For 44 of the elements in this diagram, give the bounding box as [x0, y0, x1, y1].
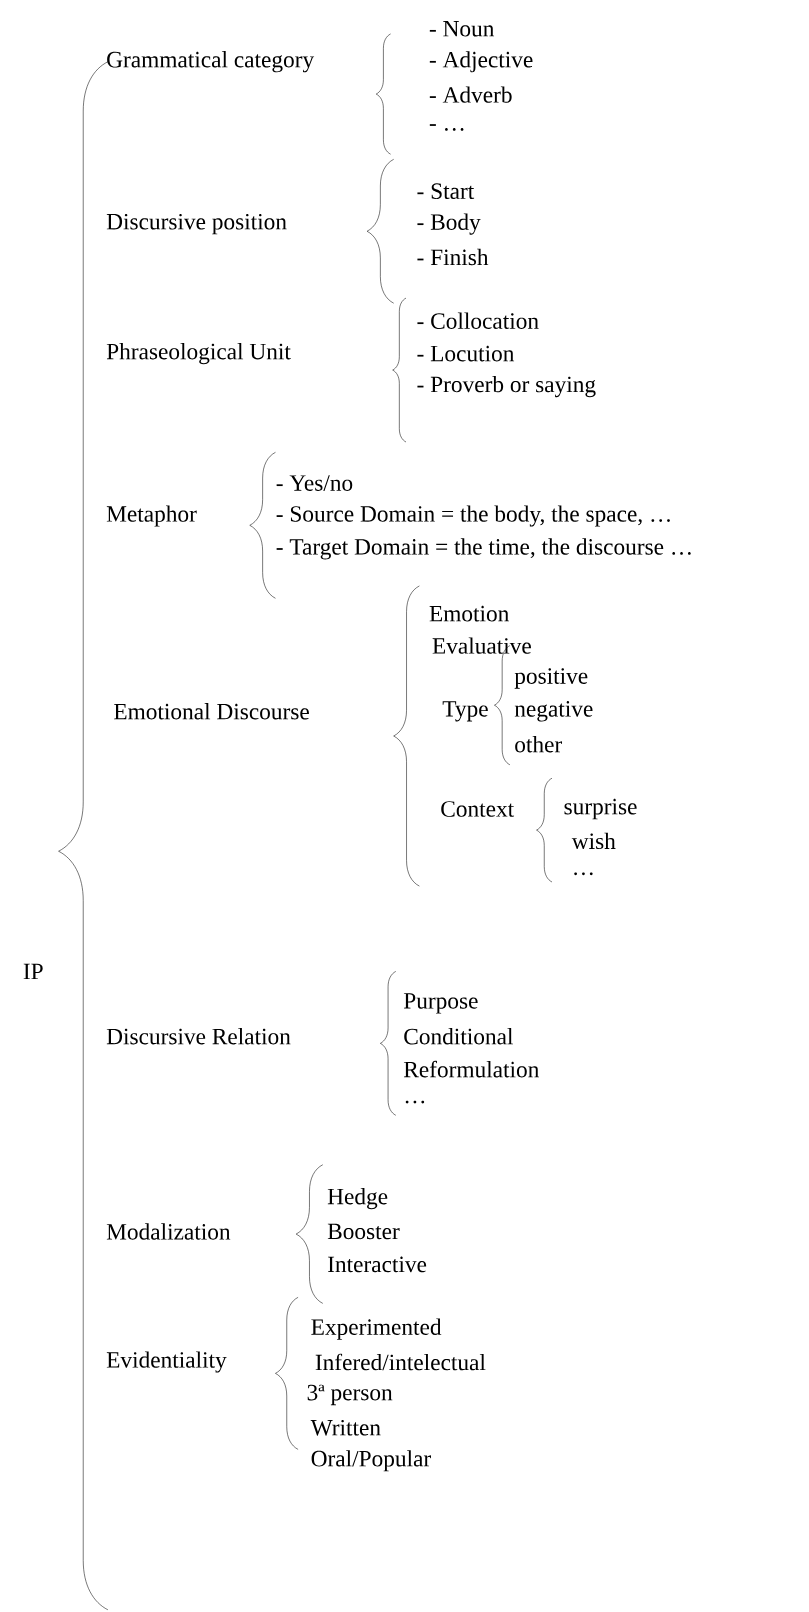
- category-label: Grammatical category: [107, 51, 315, 73]
- item-label: positive: [514, 668, 588, 689]
- item-label: - Adverb: [429, 86, 512, 103]
- item-label: - …: [429, 124, 464, 131]
- item-label: - Start: [417, 183, 475, 200]
- item-label: - Source Domain = the body, the space, …: [276, 505, 670, 527]
- item-label: Interactive: [328, 1256, 427, 1273]
- item-label: Hedge: [327, 1188, 388, 1210]
- category-label: Discursive position: [106, 213, 287, 235]
- item-label: Experimented: [311, 1318, 442, 1340]
- item-label: - Collocation: [417, 312, 539, 329]
- item-label: surprise: [564, 798, 637, 820]
- category-label: Modalization: [106, 1223, 231, 1240]
- item-label: - Finish: [417, 248, 489, 266]
- item-label: Reformulation: [403, 1060, 539, 1078]
- category-label: Emotional Discourse: [114, 703, 309, 720]
- item-label: - Target Domain = the time, the discourse …: [276, 538, 691, 560]
- item-label: Emotion: [429, 605, 509, 622]
- item-label: Infered/intelectual: [315, 1353, 486, 1371]
- item-label: - Body: [417, 213, 481, 235]
- item-label: - Noun: [429, 21, 495, 37]
- category-label: IP: [23, 963, 43, 980]
- item-label: Purpose: [403, 993, 478, 1014]
- category-label: Phraseological Unit: [106, 343, 291, 365]
- item-label: - Proverb or saying: [417, 375, 596, 398]
- item-label: …: [405, 1100, 425, 1104]
- item-label: Type: [442, 701, 488, 722]
- item-label: negative: [514, 701, 593, 722]
- item-label: other: [515, 736, 562, 753]
- item-label: - Yes/no: [276, 475, 353, 491]
- item-label: Oral/Popular: [311, 1450, 431, 1472]
- item-label: - Adjective: [429, 51, 533, 73]
- item-label: Written: [310, 1419, 381, 1436]
- category-label: Discursive Relation: [106, 1028, 291, 1045]
- category-label: Metaphor: [106, 505, 197, 527]
- item-label: wish: [571, 832, 616, 850]
- item-label: …: [574, 872, 593, 876]
- category-label: Evidentiality: [106, 1351, 227, 1373]
- item-label: Context: [441, 801, 515, 817]
- item-label: Booster: [327, 1223, 400, 1240]
- item-label: - Locution: [417, 345, 515, 362]
- item-label: Evaluative: [432, 637, 531, 654]
- item-label: Conditional: [404, 1028, 513, 1045]
- item-label: 3ª person: [307, 1384, 393, 1406]
